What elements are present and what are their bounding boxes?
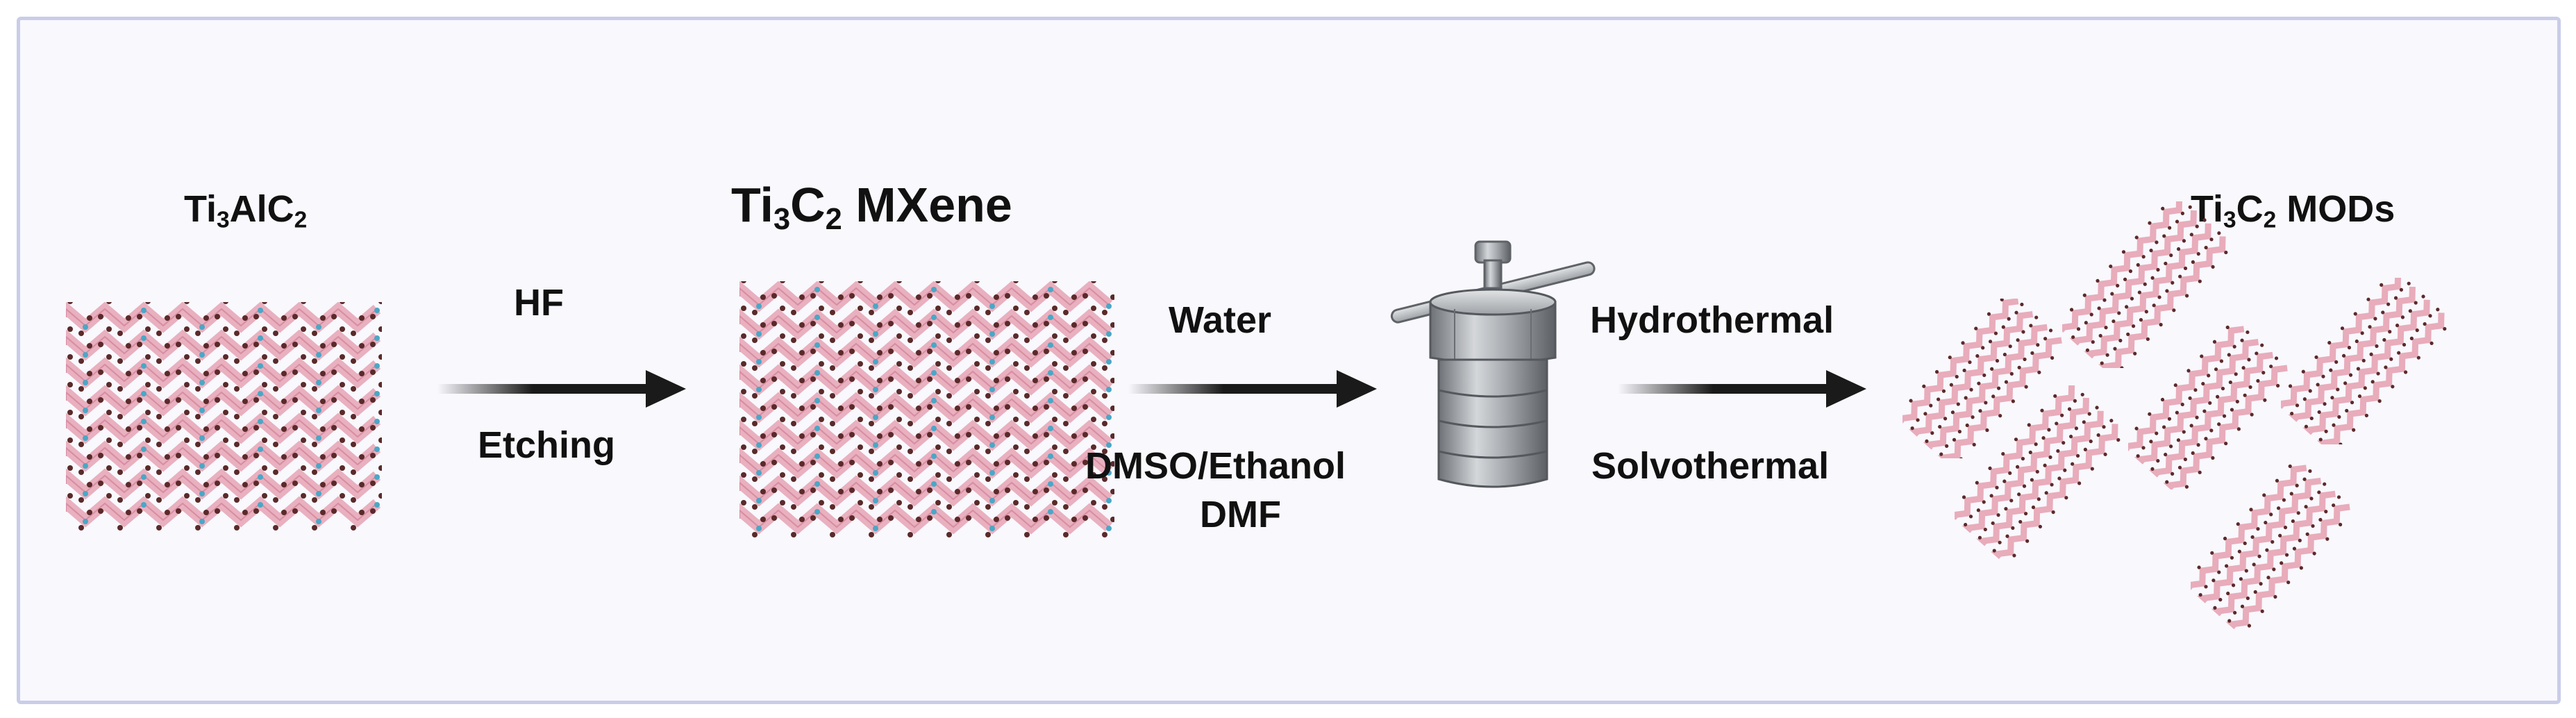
reagent-etching: Etching xyxy=(478,424,615,466)
reagent-hf: HF xyxy=(514,282,564,324)
figure-frame xyxy=(17,17,2561,704)
reagent-solvothermal: Solvothermal xyxy=(1591,445,1830,487)
mxene-flake xyxy=(1955,385,2121,559)
reagent-hydrothermal: Hydrothermal xyxy=(1590,299,1834,341)
ti3alc2-label: Ti3AlC2 xyxy=(184,188,308,233)
mxene-flake xyxy=(2191,464,2350,630)
ti3c2-mods-label: Ti3C2 MODs xyxy=(2191,188,2395,233)
thermal-arrow xyxy=(1618,370,1866,408)
mxene-flake xyxy=(1902,299,2062,458)
reagent-water: Water xyxy=(1169,299,1272,341)
reagent-dmf: DMF xyxy=(1200,494,1281,535)
mxene-flake xyxy=(2281,278,2447,444)
mxene-flake xyxy=(2128,325,2288,490)
ti3alc2-layered-structure xyxy=(66,302,382,531)
ti3c2-mxene-label: Ti3C2 MXene xyxy=(731,178,1012,236)
reagent-dmso-ethanol: DMSO/Ethanol xyxy=(1085,445,1346,487)
ti3c2-mxene-layered-structure xyxy=(739,281,1114,537)
mxene-flake xyxy=(2062,201,2228,368)
solvent-arrow xyxy=(1128,370,1377,408)
etching-arrow xyxy=(437,370,686,408)
autoclave-icon xyxy=(1390,240,1596,488)
